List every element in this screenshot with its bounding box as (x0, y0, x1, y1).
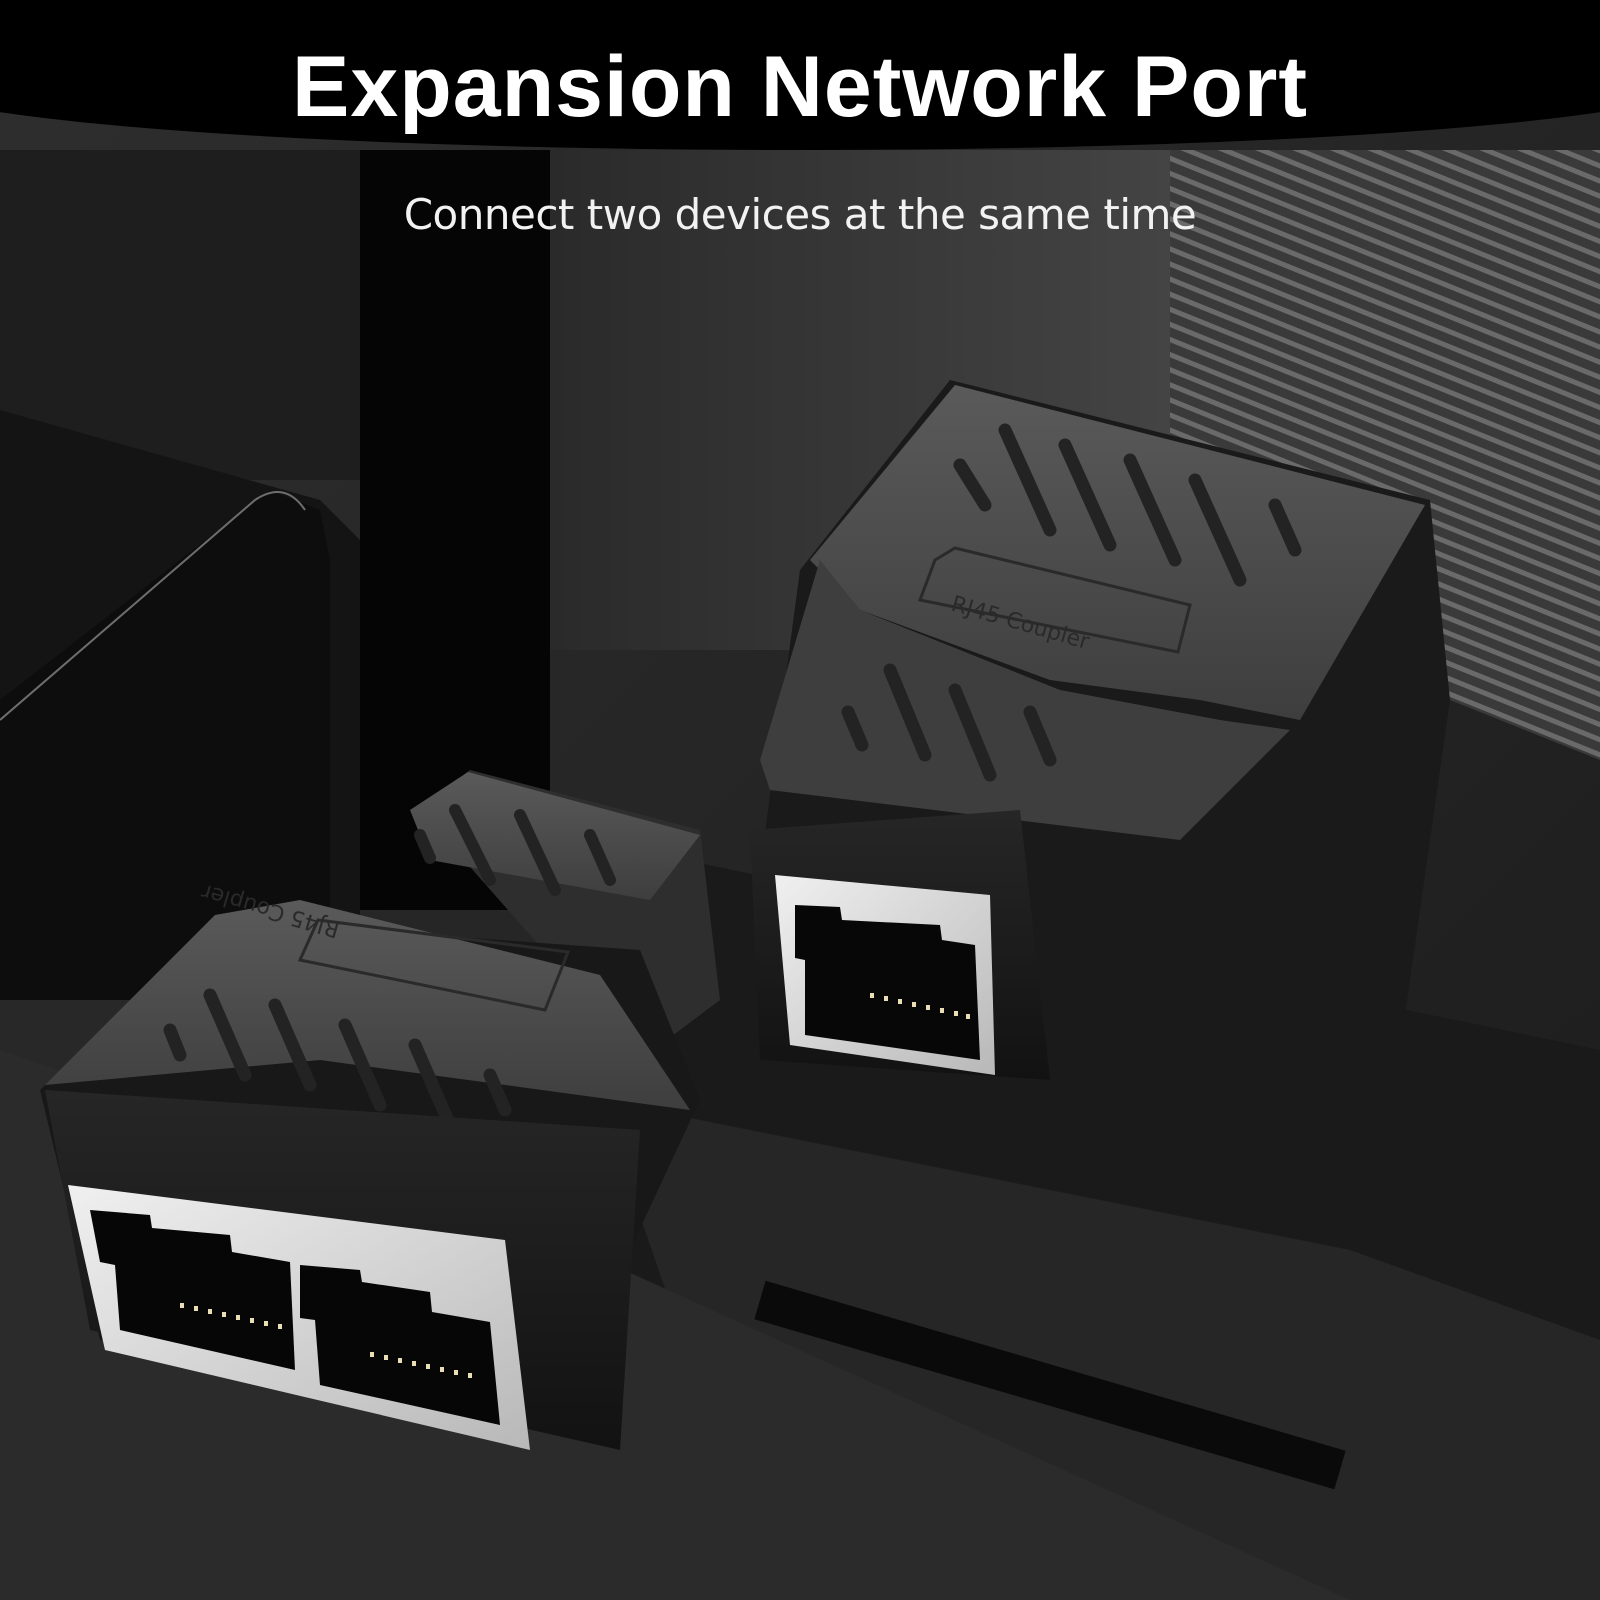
page-title: Expansion Network Port (292, 39, 1308, 135)
ethernet-port-icon (775, 875, 995, 1075)
rj45-splitter-dual: RJ45 Coupler (40, 770, 720, 1450)
page-subtitle: Connect two devices at the same time (403, 190, 1197, 239)
dual-ethernet-ports-icon (68, 1185, 530, 1450)
rj45-coupler-single: RJ45 Coupler (750, 380, 1450, 1120)
header-band (0, 0, 1600, 150)
